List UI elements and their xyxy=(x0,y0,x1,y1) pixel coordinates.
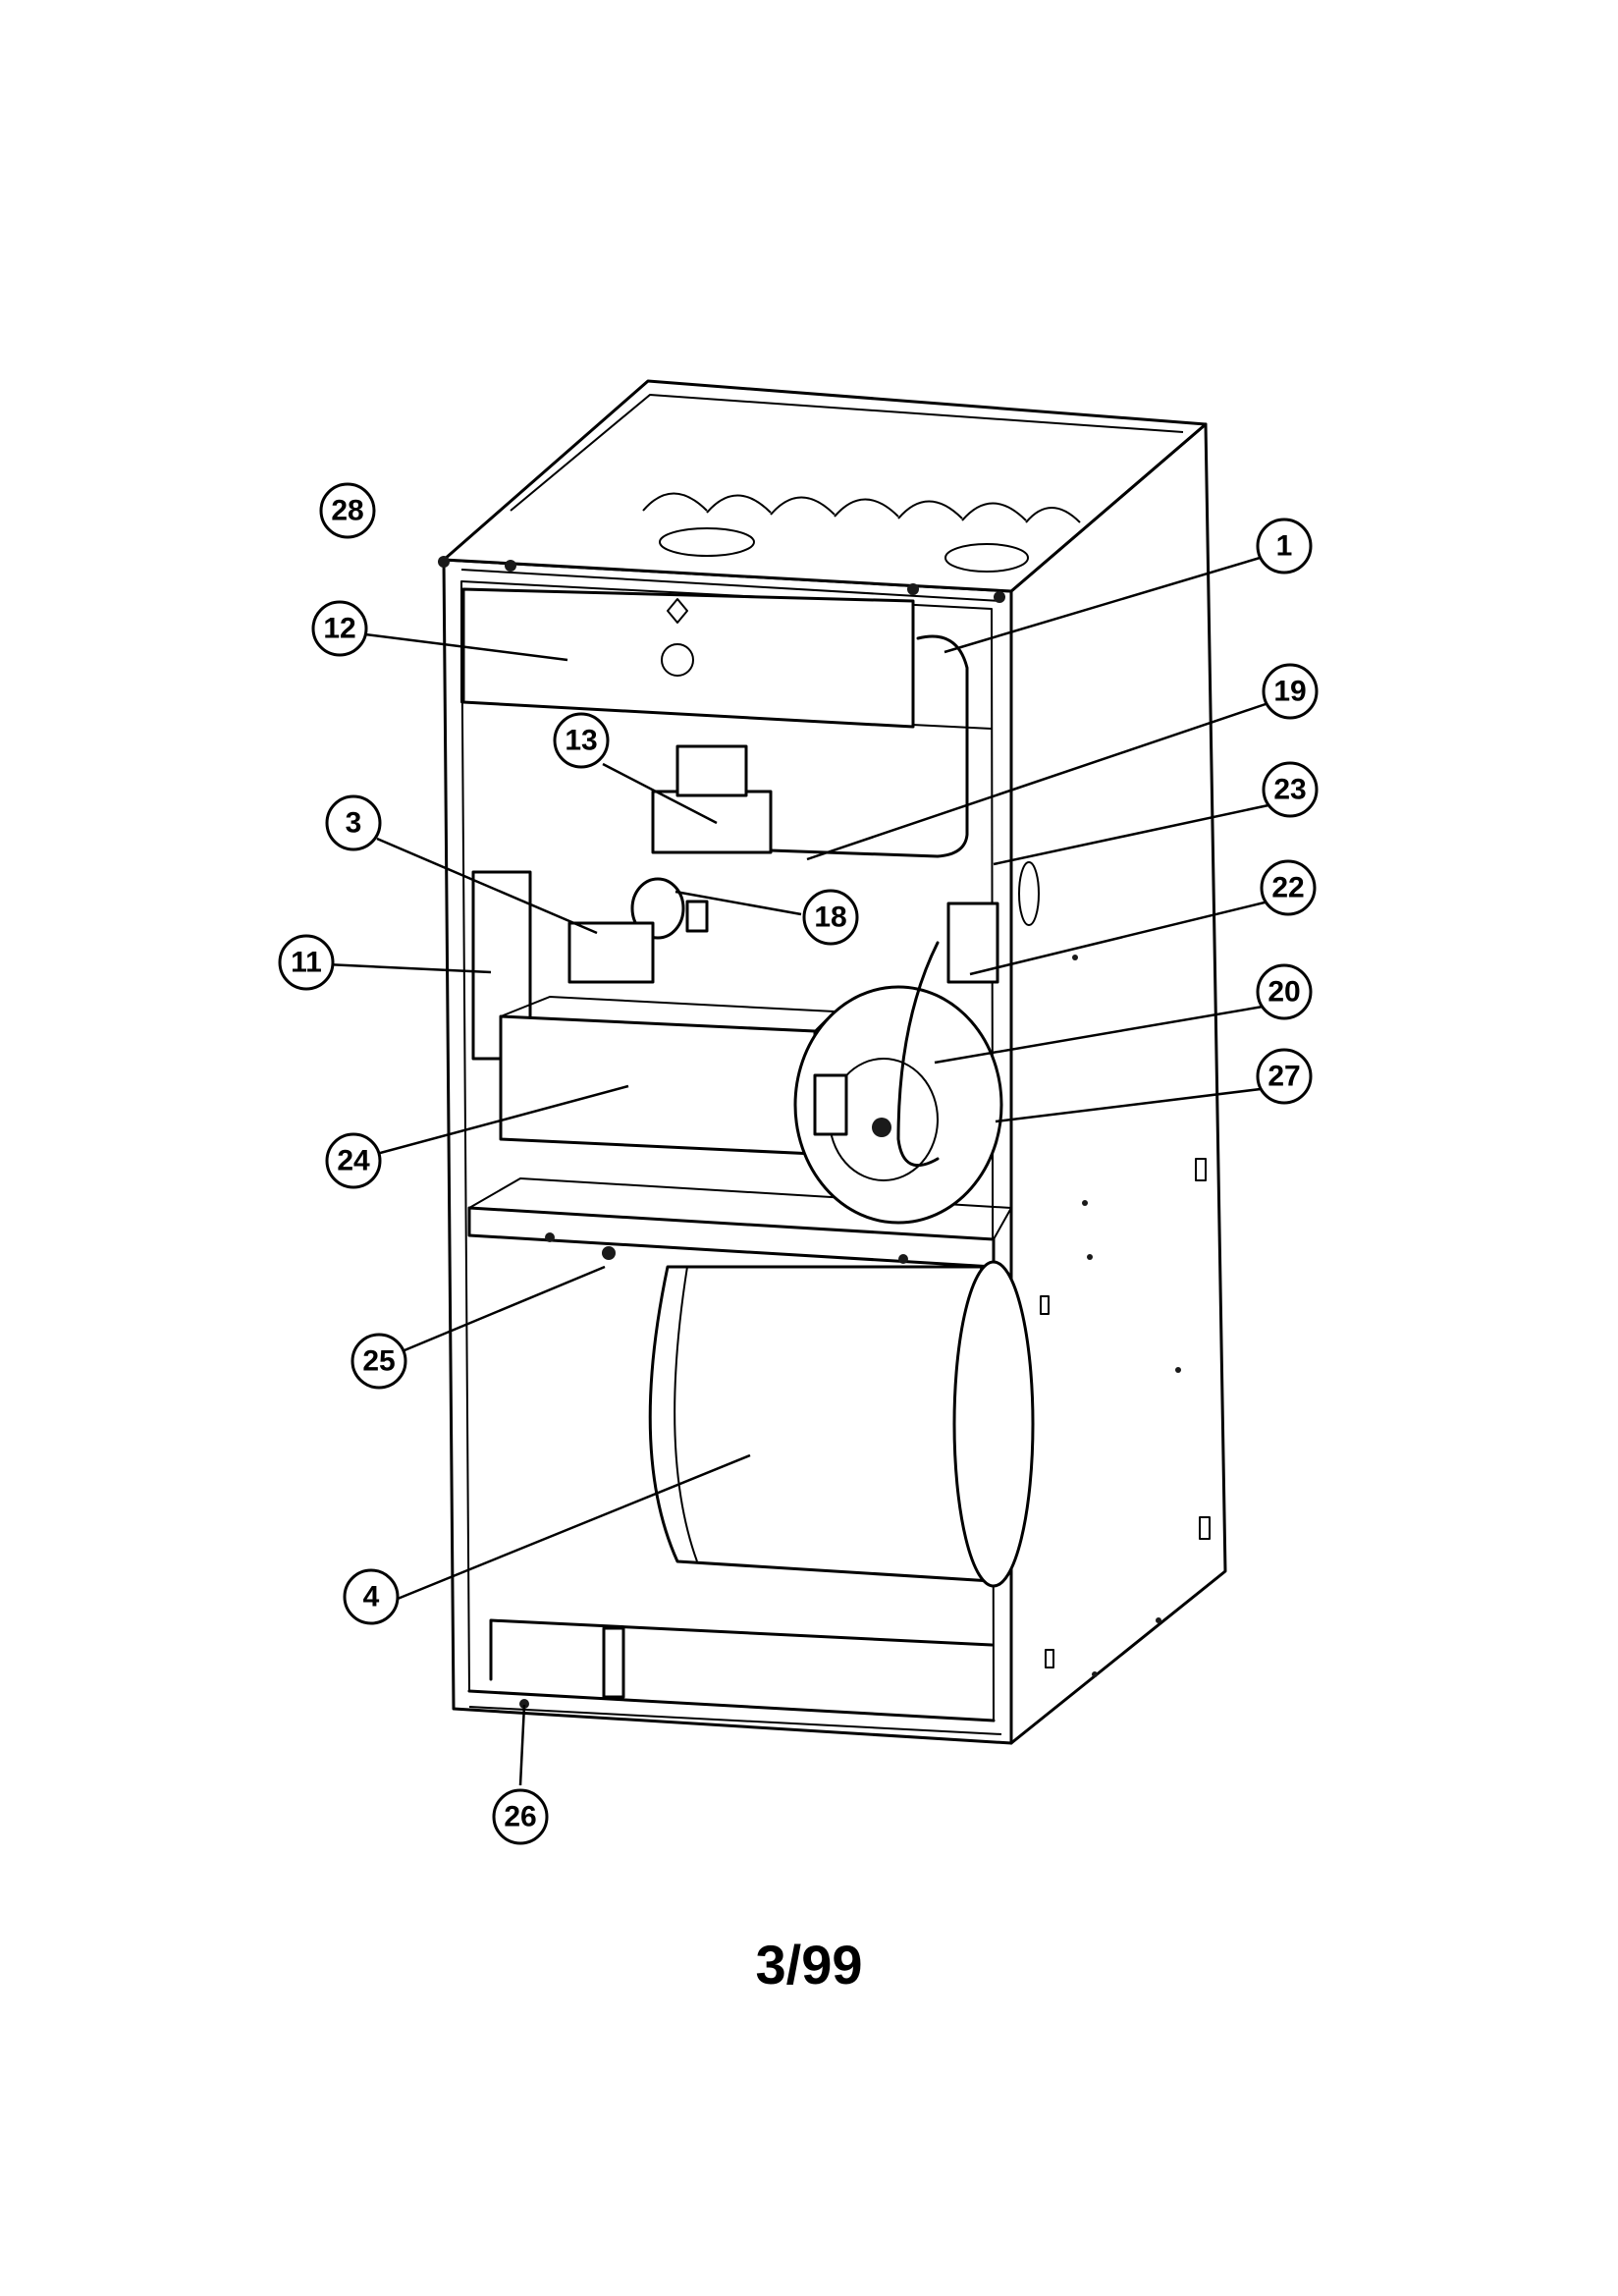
callout-4: 4 xyxy=(343,1568,400,1625)
callout-18-label: 18 xyxy=(814,902,846,934)
callout-12: 12 xyxy=(311,600,368,657)
callout-3-label: 3 xyxy=(346,807,362,840)
callout-11: 11 xyxy=(278,934,335,991)
callout-24: 24 xyxy=(325,1132,382,1189)
callout-23: 23 xyxy=(1262,761,1319,818)
callout-25-label: 25 xyxy=(362,1345,395,1378)
callout-13-label: 13 xyxy=(565,725,597,757)
callout-18: 18 xyxy=(802,889,859,946)
callout-4-label: 4 xyxy=(363,1581,380,1613)
callout-26-label: 26 xyxy=(504,1801,536,1833)
callout-27: 27 xyxy=(1256,1048,1313,1105)
heat-exchanger-tubes xyxy=(642,492,1081,523)
callout-28-label: 28 xyxy=(331,495,363,527)
callout-12-label: 12 xyxy=(323,613,355,645)
callout-20-label: 20 xyxy=(1267,976,1300,1009)
page-label: 3/99 xyxy=(755,1934,863,1995)
callout-22: 22 xyxy=(1260,859,1317,916)
callout-25: 25 xyxy=(351,1333,407,1390)
upper-components xyxy=(461,587,1003,1225)
callout-24-label: 24 xyxy=(337,1145,370,1177)
callouts: 1 3 4 11 12 13 18 19 xyxy=(278,482,1319,1845)
callout-28: 28 xyxy=(319,482,376,539)
callout-22-label: 22 xyxy=(1271,872,1304,904)
callout-19-label: 19 xyxy=(1273,676,1306,708)
callout-11-label: 11 xyxy=(291,947,322,979)
callout-1: 1 xyxy=(1256,518,1313,574)
callout-27-label: 27 xyxy=(1267,1061,1300,1093)
callout-23-label: 23 xyxy=(1273,774,1306,806)
callout-19: 19 xyxy=(1262,663,1319,720)
callout-26: 26 xyxy=(492,1788,549,1845)
callout-3: 3 xyxy=(325,794,382,851)
callout-13: 13 xyxy=(553,712,610,769)
cabinet-shell xyxy=(438,379,1227,1745)
leader-lines xyxy=(325,554,1269,1786)
callout-20: 20 xyxy=(1256,963,1313,1020)
blower-assembly xyxy=(489,1260,1035,1699)
callout-1-label: 1 xyxy=(1276,530,1293,563)
